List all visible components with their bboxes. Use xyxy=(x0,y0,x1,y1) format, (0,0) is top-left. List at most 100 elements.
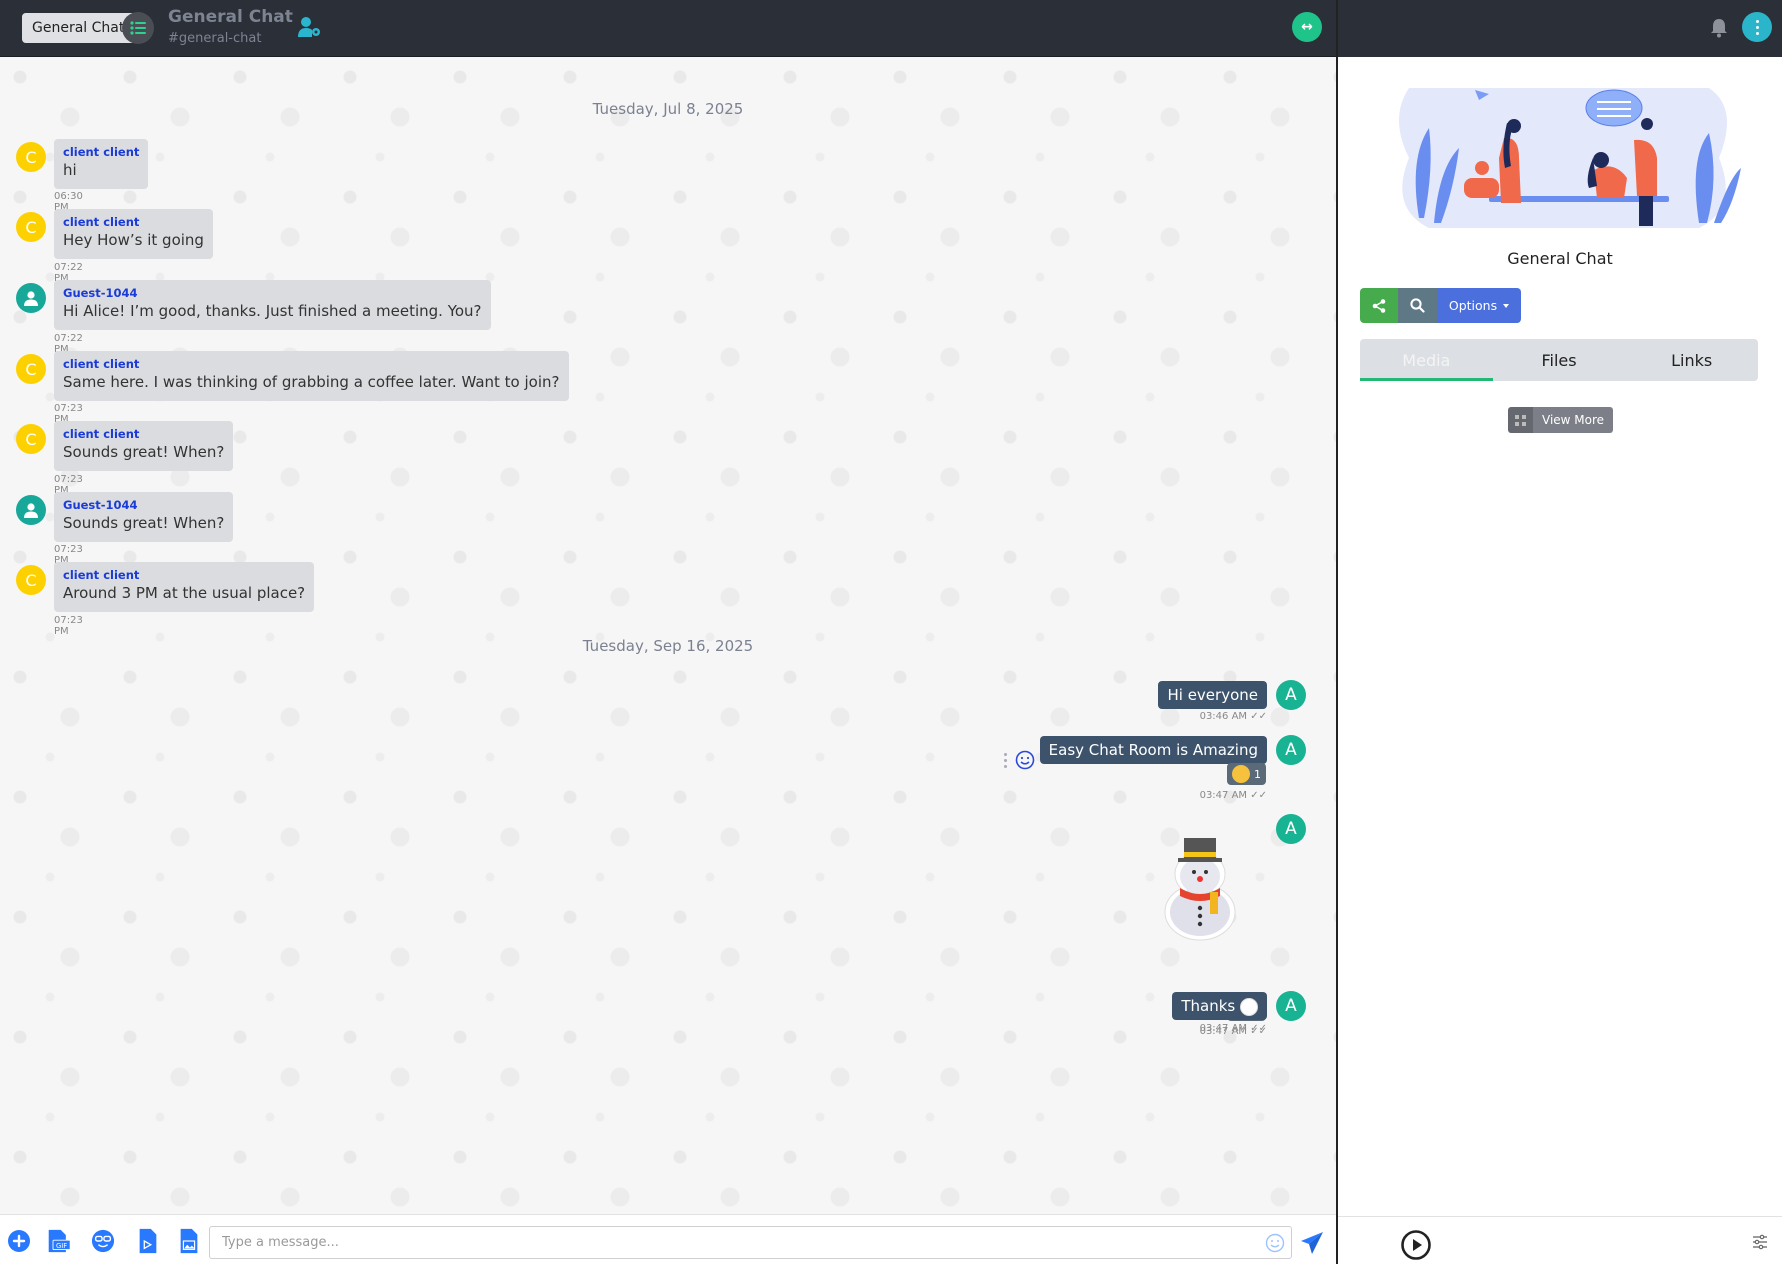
message-bubble[interactable]: client client Sounds great! When? xyxy=(54,421,234,471)
smiley-icon[interactable] xyxy=(1265,1233,1285,1253)
sender-name[interactable]: client client xyxy=(63,215,140,229)
list-icon[interactable] xyxy=(122,12,154,44)
options-dropdown[interactable]: Options xyxy=(1437,288,1521,323)
video-file-icon[interactable] xyxy=(136,1228,160,1254)
room-title: General Chat xyxy=(168,7,293,27)
room-actions: Options xyxy=(1360,288,1521,323)
panel-header xyxy=(1338,0,1782,57)
message-time: 07:22 PM xyxy=(54,333,83,355)
message-input[interactable] xyxy=(209,1226,1292,1259)
panel-footer xyxy=(1338,1216,1782,1264)
play-circle-icon[interactable] xyxy=(1400,1229,1432,1261)
sender-name[interactable]: client client xyxy=(63,568,140,582)
share-icon xyxy=(1372,298,1386,313)
nerd-face-sticker-icon[interactable] xyxy=(91,1228,115,1254)
avatar[interactable] xyxy=(16,495,46,525)
date-separator: Tuesday, Jul 8, 2025 xyxy=(592,100,744,118)
message-text: Around 3 PM at the usual place? xyxy=(63,584,306,602)
sliders-icon[interactable] xyxy=(1752,1234,1768,1250)
message-bubble[interactable]: Thanks xyxy=(1172,992,1267,1020)
more-vertical-icon[interactable] xyxy=(1004,752,1007,768)
sender-name[interactable]: client client xyxy=(63,357,140,371)
message-composer: GIF xyxy=(0,1214,1336,1264)
message-bubble[interactable]: client client Hey How’s it going xyxy=(54,209,213,259)
read-check-icon: ✓✓ xyxy=(1250,711,1267,722)
tab-media[interactable]: Media xyxy=(1360,339,1493,381)
message-actions xyxy=(1004,750,1035,770)
group-chat-illustration xyxy=(1399,88,1741,228)
gif-file-icon[interactable]: GIF xyxy=(47,1228,71,1254)
sad-tear-face-icon xyxy=(1232,765,1250,783)
message-bubble[interactable]: Guest-1044 Hi Alice! I’m good, thanks. J… xyxy=(54,280,491,330)
baseball-emoji-icon xyxy=(1240,997,1258,1016)
message-time: 07:23 PM xyxy=(54,544,83,566)
snowman-sticker[interactable] xyxy=(1162,832,1238,942)
avatar[interactable]: C xyxy=(16,424,46,454)
message-text: hi xyxy=(63,161,77,179)
message-time: 07:22 PM xyxy=(54,262,83,284)
sender-name[interactable]: Guest-1044 xyxy=(63,498,138,512)
user-gear-icon[interactable] xyxy=(298,16,322,38)
add-reaction-icon[interactable] xyxy=(1015,750,1035,770)
message-bubble[interactable]: Hi everyone xyxy=(1158,681,1267,709)
message-time: 03:46 AM ✓✓ xyxy=(1199,711,1267,722)
message-list[interactable]: Tuesday, Jul 8, 2025 C client client hi … xyxy=(0,57,1336,1214)
message-text: Sounds great! When? xyxy=(63,514,225,532)
bell-icon[interactable] xyxy=(1710,18,1728,38)
room-details-title: General Chat xyxy=(1507,249,1613,268)
message-text: Hey How’s it going xyxy=(63,231,204,249)
read-check-icon: ✓✓ xyxy=(1250,1026,1267,1037)
avatar[interactable]: C xyxy=(16,354,46,384)
tab-files[interactable]: Files xyxy=(1541,350,1577,370)
room-switcher-button[interactable]: General Chat xyxy=(22,12,154,44)
message-time: 06:30 PM xyxy=(54,191,83,213)
more-vertical-icon[interactable] xyxy=(1742,12,1772,42)
message-text: Hi Alice! I’m good, thanks. Just finishe… xyxy=(63,302,482,320)
avatar[interactable]: A xyxy=(1276,680,1306,710)
message-text: Sounds great! When? xyxy=(63,443,225,461)
image-file-icon[interactable] xyxy=(177,1228,201,1254)
sender-name[interactable]: Guest-1044 xyxy=(63,286,138,300)
avatar[interactable]: C xyxy=(16,212,46,242)
read-check-icon: ✓✓ xyxy=(1250,1023,1267,1034)
sender-name[interactable]: client client xyxy=(63,145,140,159)
message-bubble[interactable]: Easy Chat Room is Amazing xyxy=(1039,736,1267,764)
message-bubble[interactable]: client client hi xyxy=(54,139,149,189)
message-bubble[interactable]: client client Same here. I was thinking … xyxy=(54,351,569,401)
avatar[interactable]: C xyxy=(16,142,46,172)
message-time: 03:47 AM ✓✓ xyxy=(1199,790,1267,801)
read-check-icon: ✓✓ xyxy=(1250,790,1267,801)
chat-header: General Chat General Chat #general-chat xyxy=(0,0,1336,57)
message-text: Same here. I was thinking of grabbing a … xyxy=(63,373,560,391)
avatar[interactable] xyxy=(16,283,46,313)
message-bubble[interactable]: client client Around 3 PM at the usual p… xyxy=(54,562,315,612)
swap-horizontal-icon[interactable]: ↔ xyxy=(1292,12,1322,42)
message-time: 07:23 PM xyxy=(54,615,83,637)
avatar[interactable]: A xyxy=(1276,814,1306,844)
view-more-button[interactable]: View More xyxy=(1508,407,1614,433)
date-separator: Tuesday, Sep 16, 2025 xyxy=(582,637,754,655)
tab-links[interactable]: Links xyxy=(1671,350,1713,370)
reaction-badge[interactable]: 1 xyxy=(1227,763,1266,785)
room-details-panel: General Chat Options Media Files xyxy=(1336,0,1782,1264)
message-time: 07:23 PM xyxy=(54,403,83,425)
search-button[interactable] xyxy=(1398,288,1437,323)
avatar[interactable]: A xyxy=(1276,991,1306,1021)
add-icon[interactable] xyxy=(7,1228,31,1254)
message-time: 07:23 PM xyxy=(54,474,83,496)
message-bubble[interactable]: Guest-1044 Sounds great! When? xyxy=(54,492,234,542)
room-slug: #general-chat xyxy=(168,31,262,46)
user-icon xyxy=(24,291,38,306)
paper-plane-icon[interactable] xyxy=(1300,1231,1324,1255)
share-button[interactable] xyxy=(1360,288,1398,323)
media-tabs: Media Files Links xyxy=(1360,339,1758,381)
chat-column: General Chat General Chat #general-chat xyxy=(0,0,1336,1264)
expand-icon xyxy=(1508,407,1533,433)
message-time: 03:47 AM ✓✓ xyxy=(1199,1026,1267,1037)
sender-name[interactable]: client client xyxy=(63,427,140,441)
avatar[interactable]: C xyxy=(16,565,46,595)
user-icon xyxy=(24,503,38,518)
avatar[interactable]: A xyxy=(1276,735,1306,765)
caret-down-icon xyxy=(1503,303,1510,308)
